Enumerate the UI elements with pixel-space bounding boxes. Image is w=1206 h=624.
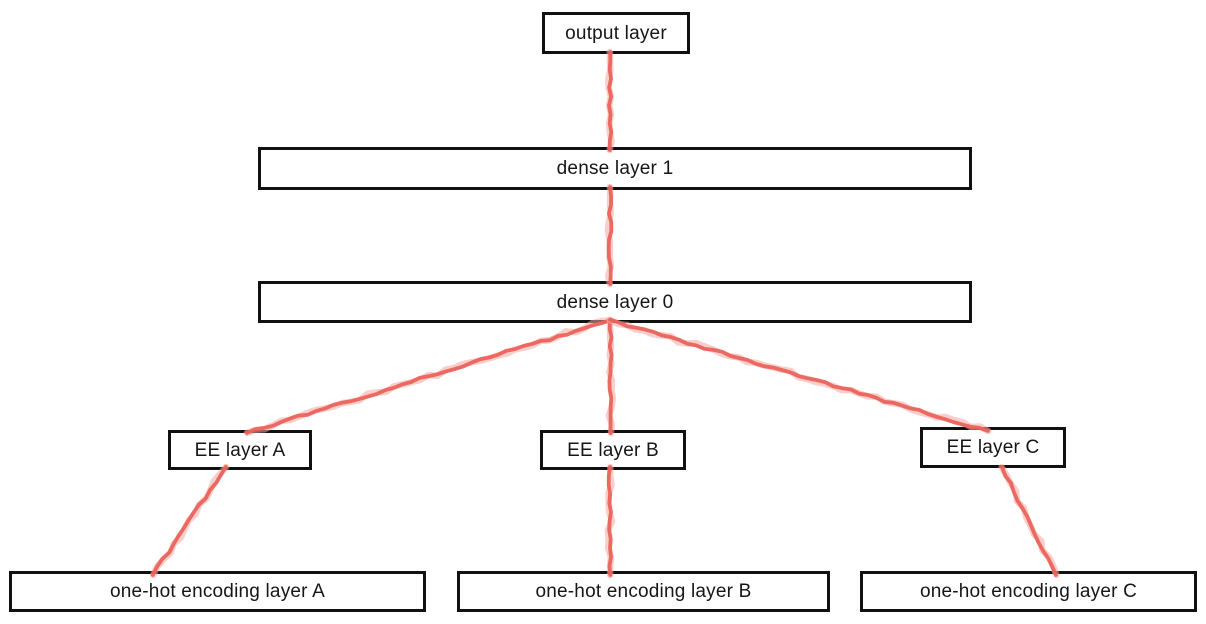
node-dense-layer-0: dense layer 0 bbox=[258, 281, 972, 323]
edge-eeB-dense0 bbox=[607, 318, 614, 435]
edge-ohA-eeA-halo bbox=[149, 463, 230, 579]
node-dense-layer-1-label: dense layer 1 bbox=[556, 158, 674, 179]
node-ee-layer-b-label: EE layer B bbox=[567, 439, 659, 461]
node-one-hot-encoding-layer-b-label: one-hot encoding layer B bbox=[535, 581, 752, 602]
edge-dense1-output bbox=[607, 50, 614, 152]
edge-eeA-dense0-halo bbox=[243, 317, 614, 437]
node-one-hot-encoding-layer-c: one-hot encoding layer C bbox=[860, 571, 1197, 612]
node-one-hot-encoding-layer-a-label: one-hot encoding layer A bbox=[109, 581, 325, 602]
node-output-layer: output layer bbox=[542, 12, 690, 54]
edge-eeA-dense0 bbox=[245, 318, 612, 435]
node-dense-layer-1: dense layer 1 bbox=[258, 147, 972, 190]
node-dense-layer-0-label: dense layer 0 bbox=[556, 291, 674, 313]
edge-eeB-dense0-halo bbox=[605, 316, 617, 437]
edge-dense1-output-halo bbox=[605, 48, 615, 154]
node-ee-layer-b: EE layer B bbox=[540, 430, 686, 470]
edge-eeC-dense0 bbox=[608, 317, 990, 433]
edge-ohB-eeB-halo bbox=[604, 463, 616, 579]
node-output-layer-label: output layer bbox=[565, 22, 667, 44]
edge-ohC-eeC-halo bbox=[998, 463, 1060, 579]
node-ee-layer-a-label: EE layer A bbox=[194, 439, 286, 461]
edge-ohC-eeC bbox=[1000, 465, 1058, 577]
edge-ohA-eeA bbox=[150, 464, 228, 577]
edge-ohB-eeB bbox=[606, 465, 613, 577]
node-one-hot-encoding-layer-c-label: one-hot encoding layer C bbox=[919, 581, 1138, 602]
edge-dense0-dense1 bbox=[606, 185, 614, 286]
node-one-hot-encoding-layer-a: one-hot encoding layer A bbox=[9, 571, 426, 612]
edge-dense0-dense1-halo bbox=[604, 183, 615, 288]
node-ee-layer-c: EE layer C bbox=[920, 427, 1066, 468]
node-ee-layer-a: EE layer A bbox=[168, 430, 312, 470]
edge-eeC-dense0-halo bbox=[606, 316, 992, 435]
node-one-hot-encoding-layer-b: one-hot encoding layer B bbox=[457, 571, 830, 612]
node-ee-layer-c-label: EE layer C bbox=[946, 437, 1040, 458]
